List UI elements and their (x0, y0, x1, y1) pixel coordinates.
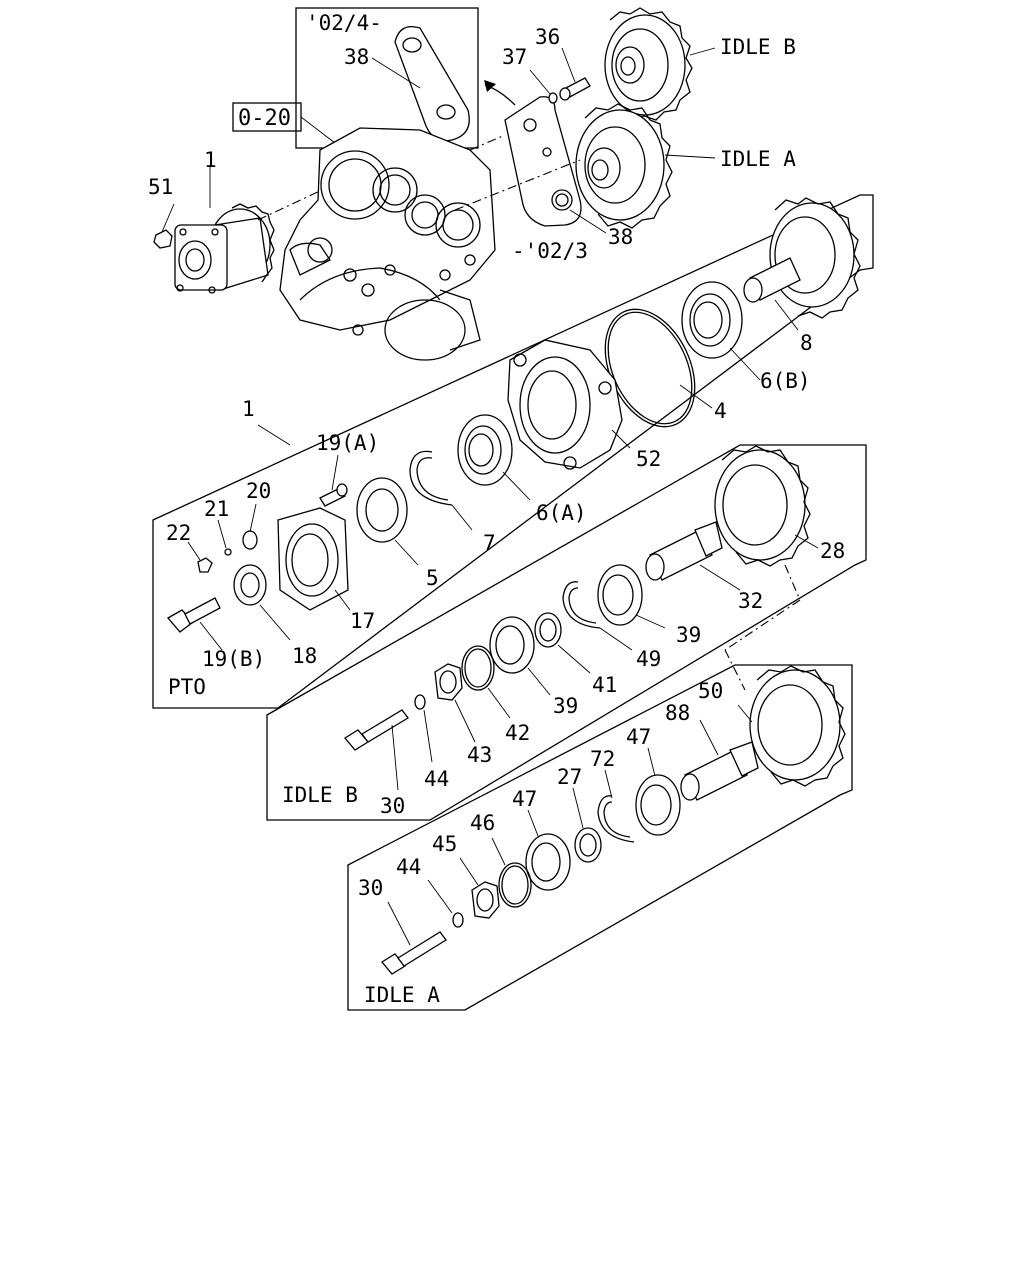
reference-box-0-20 (232, 102, 336, 144)
plate-38-lower (504, 96, 607, 234)
label-42: 42 (505, 721, 530, 745)
bearing-6a (457, 414, 531, 501)
snap-ring-72 (597, 769, 635, 843)
centerline-50 (724, 649, 746, 691)
label-7: 7 (483, 531, 496, 555)
label-30-lower: 30 (358, 876, 383, 900)
bearing-6b (681, 281, 761, 381)
label-49: 49 (636, 647, 661, 671)
ring-42 (461, 645, 511, 719)
label-38-lower: 38 (608, 225, 633, 249)
label-21: 21 (204, 497, 229, 521)
label-30-upper: 30 (380, 794, 405, 818)
bolt-19b (166, 597, 223, 651)
label-1-pto: 1 (242, 397, 255, 421)
oil-seal-5 (356, 477, 419, 566)
label-8: 8 (800, 331, 813, 355)
label-22: 22 (166, 521, 191, 545)
bolt-19a (319, 454, 348, 507)
bearing-47a (635, 747, 681, 836)
label-32: 32 (738, 589, 763, 613)
washer-44b (427, 879, 464, 928)
nut-43 (434, 663, 476, 743)
label-47-upper: 47 (626, 725, 651, 749)
leader-1-pto (257, 424, 291, 446)
label-27: 27 (557, 765, 582, 789)
label-44-upper: 44 (424, 767, 449, 791)
centerline-mid (724, 599, 801, 651)
label-39-upper: 39 (676, 623, 701, 647)
label-39-lower: 39 (553, 694, 578, 718)
label-idle-b-box: IDLE B (282, 783, 358, 807)
label-50: 50 (698, 679, 723, 703)
bearing-39b (489, 616, 551, 696)
shaft-88 (680, 704, 759, 801)
gear-shaft-8 (743, 197, 861, 331)
label-47-lower: 47 (512, 787, 537, 811)
label-37: 37 (502, 45, 527, 69)
gear-28 (714, 445, 819, 567)
label-52: 52 (636, 447, 661, 471)
label-20: 20 (246, 479, 271, 503)
snap-ring-7 (409, 450, 473, 531)
label-idle-b-top: IDLE B (720, 35, 796, 59)
assembly-arrow-head (484, 80, 496, 92)
label-19b: 19(B) (202, 647, 265, 671)
label-idle-a-box: IDLE A (364, 983, 440, 1007)
label-46: 46 (470, 811, 495, 835)
bearing-39a (597, 564, 666, 629)
bushing-18 (233, 564, 291, 641)
shaft-32 (645, 521, 741, 591)
label-idle-a-top: IDLE A (720, 147, 796, 171)
label-44-lower: 44 (396, 855, 421, 879)
label-36: 36 (535, 25, 560, 49)
ring-46 (491, 837, 532, 908)
gear-case-housing (279, 127, 496, 361)
bolt-30a (344, 709, 409, 791)
gear-50 (749, 665, 846, 787)
label-18: 18 (292, 644, 317, 668)
pto-box (152, 194, 874, 709)
label-43: 43 (467, 743, 492, 767)
centerline-top-b (454, 159, 581, 211)
label-28: 28 (820, 539, 845, 563)
label-72: 72 (590, 747, 615, 771)
idle-gear-b-top (604, 7, 716, 121)
ring-41 (534, 612, 591, 674)
label-6b: 6(B) (760, 369, 811, 393)
centerline-top-a (257, 189, 323, 221)
idle-a-box (347, 664, 853, 1011)
ring-27 (572, 787, 602, 863)
pto-assembly-upper (153, 165, 275, 294)
label-02-3: -'02/3 (512, 239, 588, 263)
label-5: 5 (426, 566, 439, 590)
label-1-upper: 1 (204, 148, 217, 172)
label-88: 88 (665, 701, 690, 725)
label-6a: 6(A) (536, 501, 587, 525)
centerline-top-c (469, 134, 506, 151)
label-17: 17 (350, 609, 375, 633)
label-02-4: '02/4- (306, 11, 382, 35)
centerline-28 (784, 564, 801, 601)
label-38-inset: 38 (344, 45, 369, 69)
housing-52 (507, 339, 631, 470)
label-19a: 19(A) (316, 431, 379, 455)
nut-45 (459, 857, 500, 919)
small-parts-20-21-22 (187, 503, 258, 573)
idle-b-box (266, 444, 867, 821)
label-45: 45 (432, 832, 457, 856)
snap-ring-49 (562, 581, 633, 651)
bearing-47b (525, 809, 571, 891)
label-4: 4 (714, 399, 727, 423)
bolt-30b (381, 901, 447, 975)
label-41: 41 (592, 673, 617, 697)
label-51: 51 (148, 175, 173, 199)
flange-17 (277, 507, 351, 611)
washer-44a (414, 694, 433, 763)
idle-gear-a-top (575, 103, 716, 229)
label-pto: PTO (168, 675, 206, 699)
bolt-36-washer-37 (529, 47, 591, 104)
label-0-20: 0-20 (238, 106, 291, 131)
